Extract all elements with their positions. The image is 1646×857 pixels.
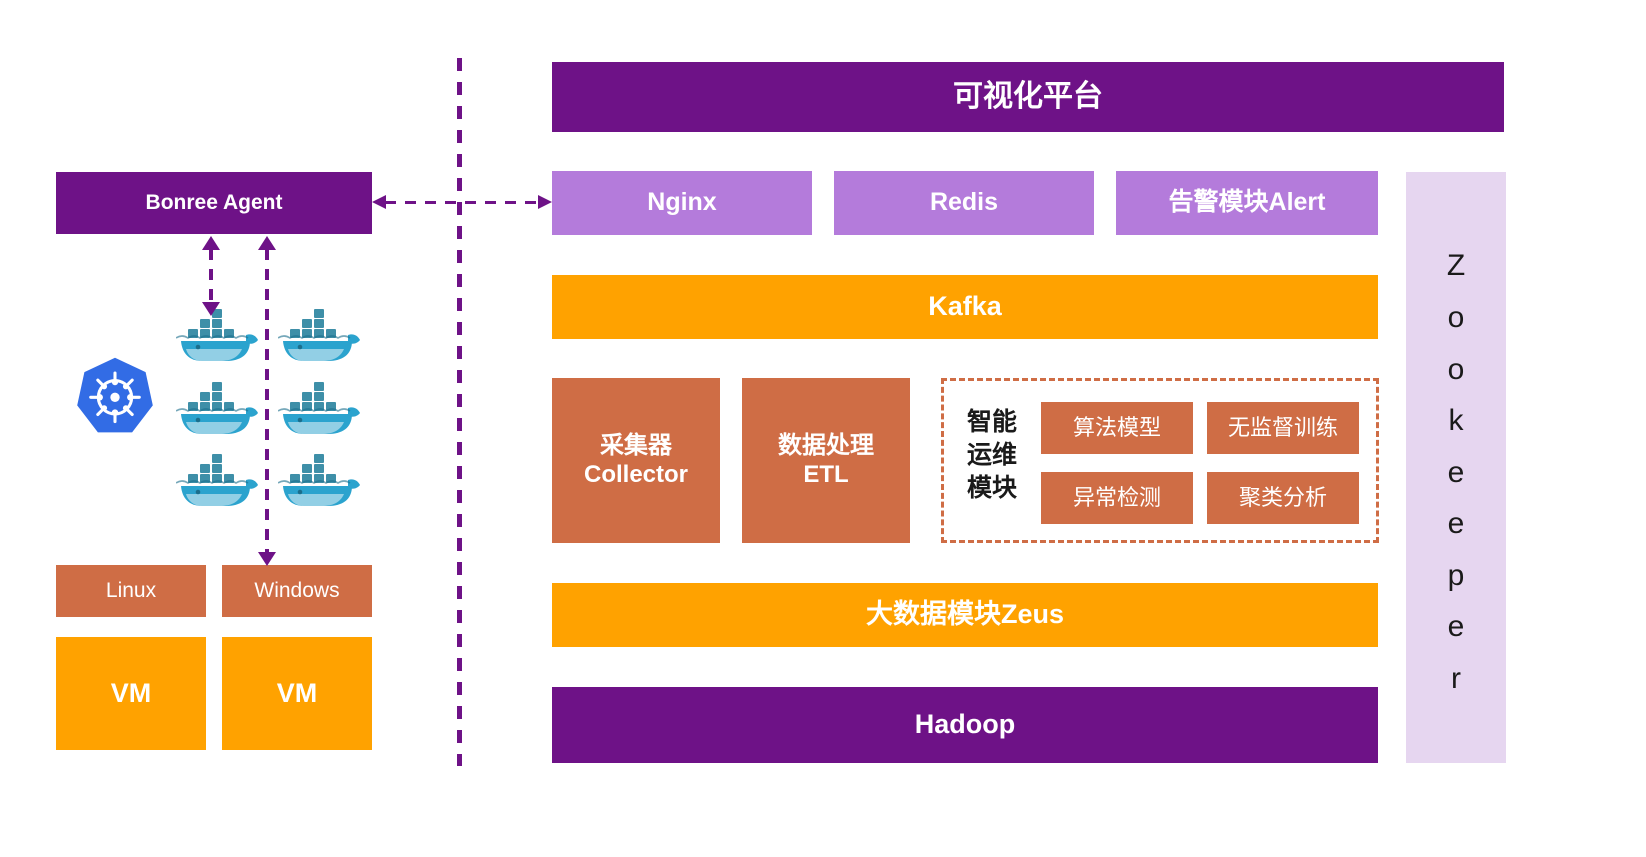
zeus-label: 大数据模块Zeus [865, 599, 1065, 630]
aiops-item-label: 聚类分析 [1238, 485, 1327, 511]
aiops-item-cluster-analysis: 聚类分析 [1207, 472, 1359, 524]
service-label-alert: 告警模块Alert [1168, 188, 1326, 217]
hadoop-bar: Hadoop [552, 687, 1378, 763]
zeus-bar: 大数据模块Zeus [552, 583, 1378, 647]
kafka-label: Kafka [928, 291, 1002, 322]
zookeeper-panel: Z o o k e e p e r [1406, 172, 1506, 763]
arrow-shaft [265, 249, 269, 553]
collector-label-en: Collector [583, 460, 688, 488]
aiops-item-unsupervised-training: 无监督训练 [1207, 402, 1359, 454]
docker-whale-icon [175, 378, 260, 438]
os-label-linux: Linux [105, 578, 157, 602]
zookeeper-letter: p [1447, 558, 1465, 592]
bonree-agent-label: Bonree Agent [145, 190, 283, 214]
arrow-head-down [202, 302, 220, 316]
aiops-label-line-1: 智能 [966, 408, 1017, 436]
arrow-shaft [385, 201, 539, 204]
docker-whale-icon [175, 450, 260, 510]
aiops-item-label: 无监督训练 [1227, 415, 1338, 441]
docker-whale-icon [175, 305, 260, 365]
aiops-item-label: 算法模型 [1072, 415, 1161, 441]
os-box-linux: Linux [56, 565, 206, 617]
arrow-shaft [209, 249, 213, 303]
vm-label-1: VM [110, 677, 152, 708]
visualization-platform-banner: 可视化平台 [552, 62, 1504, 132]
aiops-group-label: 智能 运维 模块 [958, 406, 1026, 505]
etl-label-cn: 数据处理 [778, 432, 874, 460]
arrow-head-up [202, 236, 220, 250]
service-box-nginx: Nginx [552, 171, 812, 235]
arrow-head-right [538, 195, 552, 209]
service-label-redis: Redis [929, 188, 999, 217]
agent-to-windows-arrow [258, 236, 276, 566]
etl-box: 数据处理 ETL [742, 378, 910, 543]
docker-whale-icon [277, 378, 362, 438]
visualization-platform-label: 可视化平台 [953, 80, 1103, 114]
collector-box: 采集器 Collector [552, 378, 720, 543]
zookeeper-letter: Z [1446, 249, 1466, 283]
service-box-alert: 告警模块Alert [1116, 171, 1378, 235]
bonree-agent-box: Bonree Agent [56, 172, 372, 234]
aiops-label-line-2: 运维 [966, 441, 1017, 469]
kubernetes-logo [70, 355, 160, 445]
agent-to-docker-arrow [202, 236, 220, 316]
os-box-windows: Windows [222, 565, 372, 617]
zone-divider-dashed-line [457, 58, 462, 766]
vm-box-1: VM [56, 637, 206, 750]
zookeeper-letter: k [1448, 404, 1464, 438]
service-label-nginx: Nginx [647, 188, 717, 217]
zookeeper-letter: e [1447, 455, 1465, 489]
kafka-bar: Kafka [552, 275, 1378, 339]
aiops-group-boundary [941, 378, 1379, 543]
vm-label-2: VM [276, 677, 318, 708]
hadoop-label: Hadoop [914, 709, 1016, 740]
agent-to-services-arrow [372, 195, 552, 209]
aiops-item-label: 异常检测 [1072, 485, 1161, 511]
collector-label-cn: 采集器 [600, 432, 672, 460]
etl-label-en: ETL [803, 460, 849, 488]
arrow-head-up [258, 236, 276, 250]
aiops-label-line-3: 模块 [966, 474, 1017, 502]
os-label-windows: Windows [254, 578, 340, 602]
zookeeper-letter: o [1447, 300, 1465, 334]
docker-whale-icon [277, 305, 362, 365]
service-box-redis: Redis [834, 171, 1094, 235]
zookeeper-letter: o [1447, 352, 1465, 386]
docker-whale-icon [277, 450, 362, 510]
arrow-head-left [372, 195, 386, 209]
aiops-item-algorithm-model: 算法模型 [1041, 402, 1193, 454]
vm-box-2: VM [222, 637, 372, 750]
zookeeper-letter: e [1447, 610, 1465, 644]
zookeeper-letter: e [1447, 507, 1465, 541]
zookeeper-letter: r [1451, 662, 1461, 696]
arrow-head-down [258, 552, 276, 566]
aiops-item-anomaly-detection: 异常检测 [1041, 472, 1193, 524]
